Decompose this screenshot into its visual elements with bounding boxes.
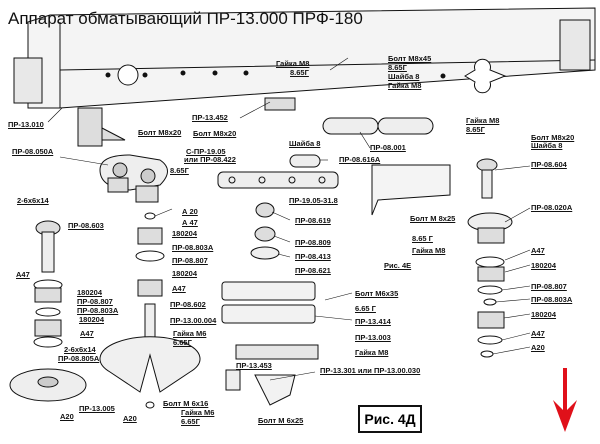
part-label: ПР-08.809 — [295, 238, 331, 247]
part-label: 8.65Г — [466, 125, 485, 134]
part-label: Шайба 8 — [388, 72, 420, 81]
part-label: 180204 — [79, 315, 105, 324]
part-label: 6.65Г — [181, 417, 200, 426]
part-label: ПР-13.453 — [236, 361, 272, 370]
part-label: ПР-08.616А — [339, 155, 381, 164]
part-label: ПР-08.621 — [295, 266, 331, 275]
right-shaft-assembly — [467, 158, 513, 358]
part-label: Гайка М8 — [412, 246, 446, 255]
part-label: ПР-08.805А — [58, 354, 100, 363]
part-label: ПР-08.001 — [370, 143, 406, 152]
part-label: ПР-08.602 — [170, 300, 206, 309]
leader-lines — [47, 57, 531, 381]
part-label: Гайка М6 — [181, 408, 215, 417]
part-label: 180204 — [531, 261, 557, 270]
part-label: ПР-13.010 — [8, 120, 44, 129]
part-label: А47 — [172, 284, 186, 293]
part-label: Болт М 6х25 — [258, 416, 304, 425]
diagram-title: Аппарат обматывающий ПР-13.000 ПРФ-180 — [8, 9, 363, 28]
part-label: А20 — [123, 414, 137, 423]
part-label: ПР-08.807 — [172, 256, 208, 265]
part-label: Гайка М8 — [276, 59, 310, 68]
frame-beam-pr-13-010 — [13, 7, 596, 147]
part-label: или ПР-08.422 — [184, 155, 236, 164]
part-label: А47 — [531, 329, 545, 338]
part-label: Рис. 4Е — [384, 261, 412, 270]
part-label: Болт М8х20 — [531, 133, 575, 142]
part-label: Шайба 8 — [531, 141, 563, 150]
part-label: ПР-08.803А — [172, 243, 214, 252]
part-label: 8.65 Г — [412, 234, 433, 243]
part-label: ПР-08.803А — [77, 306, 119, 315]
part-label: 180204 — [77, 288, 103, 297]
part-label: А20 — [531, 343, 545, 352]
part-label: Шайба 8 — [289, 139, 321, 148]
part-label: Болт М 8х25 — [410, 214, 456, 223]
part-label: А47 — [80, 329, 94, 338]
part-label: ПР-08.050А — [12, 147, 54, 156]
part-label: 6.65Г — [173, 338, 192, 347]
part-label: 2-6х6х14 — [17, 196, 49, 205]
part-label: Болт М 6х16 — [163, 399, 209, 408]
part-label: ПР-13.00.004 — [170, 316, 217, 325]
chain-pr-19-05-31-8 — [217, 154, 339, 189]
center-shaft-assembly — [99, 212, 201, 409]
part-label: Болт М8х45 — [388, 54, 432, 63]
part-label: Болт М6х35 — [355, 289, 399, 298]
part-label: ПР-08.619 — [295, 216, 331, 225]
part-label: ПР-13.452 — [192, 113, 228, 122]
part-label: А 47 — [182, 218, 198, 227]
part-label: ПР-08.604 — [531, 160, 567, 169]
part-label: 180204 — [172, 229, 198, 238]
plate-pr-08-001 — [322, 117, 379, 135]
bracket-ris-4e — [371, 164, 451, 216]
part-label: С-ПР-19.05 — [186, 147, 226, 156]
part-label: А47 — [531, 246, 545, 255]
part-label: Болт М8х20 — [138, 128, 182, 137]
part-label: Гайка М8 — [466, 116, 500, 125]
part-label: Гайка М8 — [388, 81, 422, 90]
part-label: ПР-08.413 — [295, 252, 331, 261]
part-label: ПР-08.807 — [531, 282, 567, 291]
part-label: ПР-08.020А — [531, 203, 573, 212]
part-label: ПР-08.603 — [68, 221, 104, 230]
red-down-arrow-icon — [553, 368, 577, 432]
part-label: 2-6х6х14 — [64, 345, 96, 354]
part-label: ПР-13.414 — [355, 317, 391, 326]
part-label: ПР-13.005 — [79, 404, 115, 413]
part-label: ПР-13.301 или ПР-13.00.030 — [320, 366, 421, 375]
part-label: Гайка М8 — [355, 348, 389, 357]
part-label: 8.65Г — [170, 166, 189, 175]
housing-pr-08-050a — [99, 154, 168, 203]
part-label: ПР-08.807 — [77, 297, 113, 306]
part-label: Гайка М6 — [173, 329, 207, 338]
part-label: А 20 — [182, 207, 198, 216]
part-label: 8.65Г — [290, 68, 309, 77]
part-label: ПР-08.803А — [531, 295, 573, 304]
figure-label-box: Рис. 4Д — [358, 405, 422, 433]
part-label: Болт М8х20 — [193, 129, 237, 138]
part-label: 8.65Г — [388, 63, 407, 72]
part-label: ПР-13.003 — [355, 333, 391, 342]
part-label: 180204 — [531, 310, 557, 319]
part-label: 180204 — [172, 269, 198, 278]
part-label: А47 — [16, 270, 30, 279]
part-label: А20 — [60, 412, 74, 421]
left-shaft-assembly — [9, 220, 87, 402]
part-label: ПР-19.05-31.8 — [289, 196, 338, 205]
part-label: 6.65 Г — [355, 304, 376, 313]
